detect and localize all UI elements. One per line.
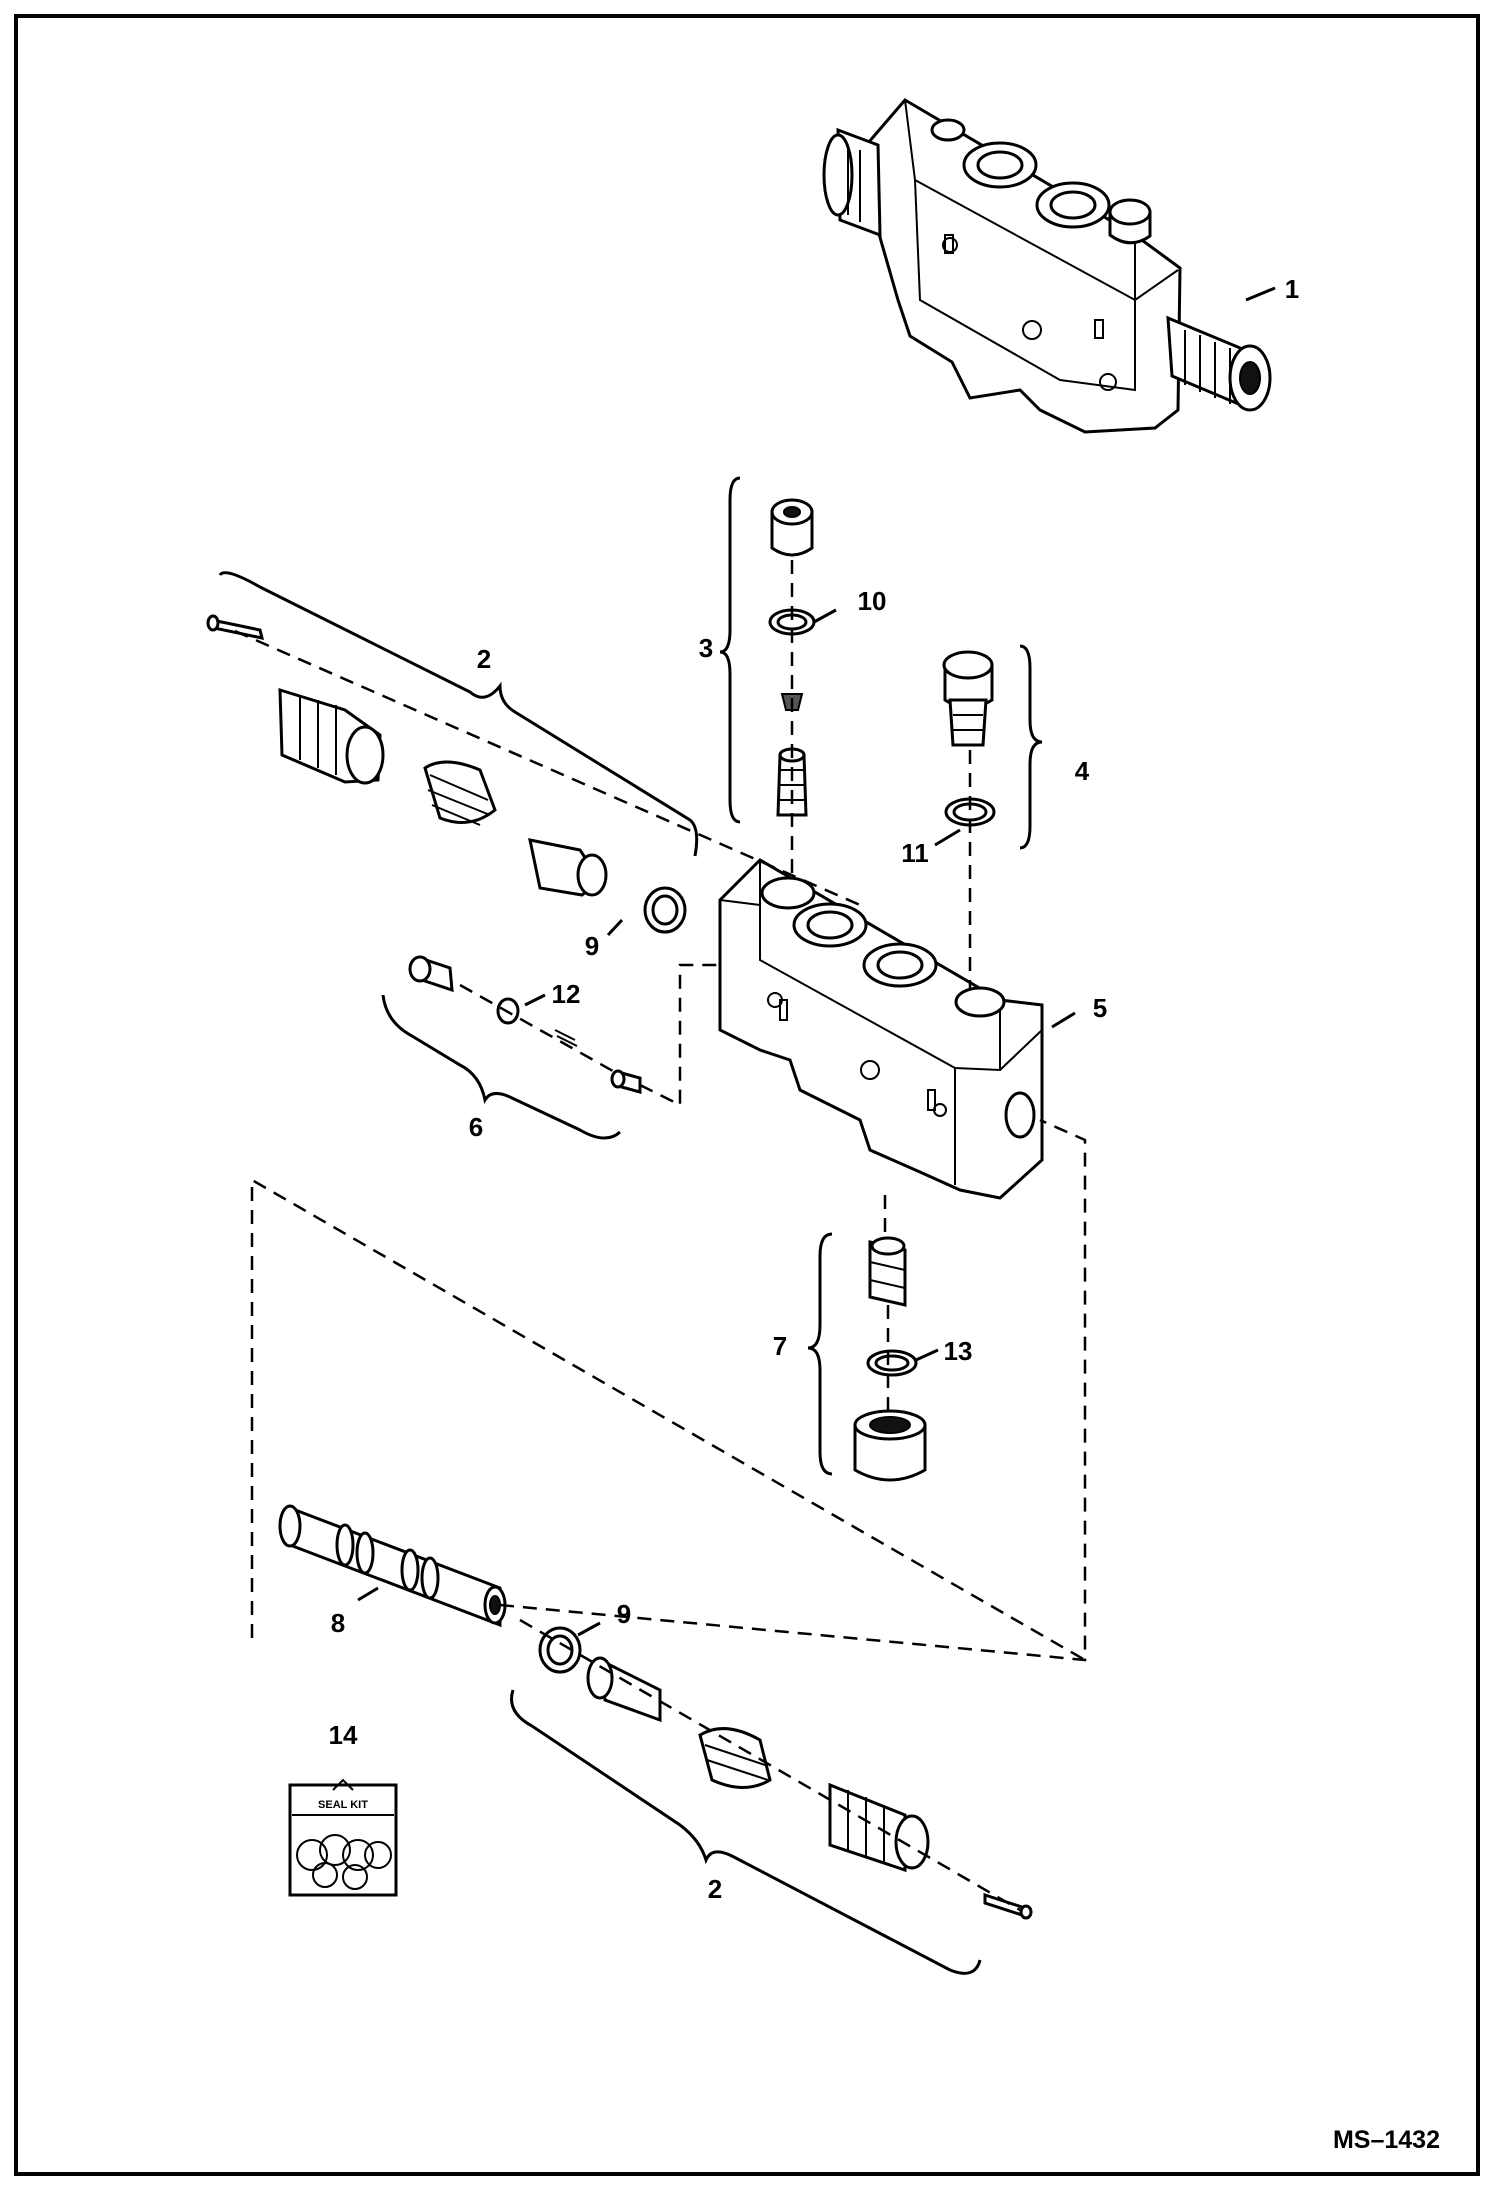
valve-section-assembly xyxy=(822,98,1272,434)
valve-body xyxy=(718,858,1044,1200)
load-check-parts xyxy=(408,955,642,1094)
callout-4: 4 xyxy=(1075,756,1090,786)
callout-5: 5 xyxy=(1093,993,1107,1023)
callout-numbers: 1 2 3 4 10 11 9 12 5 6 7 13 8 9 14 2 xyxy=(329,274,1300,1904)
callout-10: 10 xyxy=(858,586,887,616)
callout-3: 3 xyxy=(699,633,713,663)
assembly-lines xyxy=(234,560,1087,1912)
group-braces xyxy=(218,476,1043,1975)
callout-8: 8 xyxy=(331,1608,345,1638)
anti-cavitation-parts xyxy=(853,1236,927,1482)
callout-13: 13 xyxy=(944,1336,973,1366)
page-border xyxy=(14,14,1480,2176)
callout-11: 11 xyxy=(901,838,929,868)
spool xyxy=(278,1504,507,1628)
leader-lines xyxy=(357,286,1276,1637)
seal-kit-label: SEAL KIT xyxy=(318,1799,368,1811)
callout-12: 12 xyxy=(552,979,581,1009)
seal-kit: SEAL KIT xyxy=(288,1778,398,1897)
callout-1: 1 xyxy=(1285,274,1299,304)
callout-2-top: 2 xyxy=(477,644,491,674)
actuator-bottom xyxy=(538,1626,1033,1920)
callout-2-bottom: 2 xyxy=(708,1874,722,1904)
callout-14: 14 xyxy=(329,1720,358,1750)
callout-7: 7 xyxy=(773,1331,787,1361)
figure-code: MS–1432 xyxy=(1333,2126,1440,2154)
callout-9-lower: 9 xyxy=(617,1599,631,1629)
callout-9-upper: 9 xyxy=(585,931,599,961)
callout-6: 6 xyxy=(469,1112,483,1142)
actuator-top xyxy=(206,614,687,934)
